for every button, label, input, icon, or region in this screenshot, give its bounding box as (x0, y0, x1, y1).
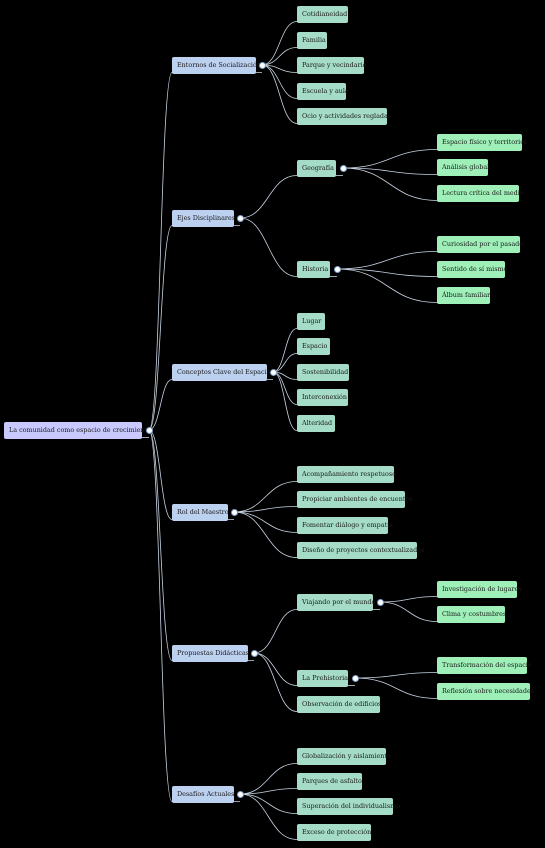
link-root-branch-0 (148, 72, 173, 431)
grandchild-node-1-1-2[interactable]: Álbum familiar (437, 286, 490, 304)
child-node-1-0[interactable]: Geografía (297, 159, 336, 177)
grandchild-node-4-1-1[interactable]: Reflexión sobre necesidades (437, 682, 534, 700)
child-node-1-1[interactable]: Historia (297, 260, 330, 278)
link-branch-child-5-1 (239, 788, 298, 795)
child-node-5-1[interactable]: Parques de asfalto (297, 772, 362, 790)
link-child-grand-1.0-2 (342, 167, 438, 201)
grandchild-node-1-0-0[interactable]: Espacio físico y territorios (437, 133, 527, 151)
root-node[interactable]: La comunidad como espacio de crecimiento (4, 421, 151, 439)
child-node-0-3[interactable]: Escuela y aula (297, 82, 349, 100)
link-branch-child-2-1 (272, 353, 298, 373)
link-branch-child-2-0 (272, 328, 298, 373)
collapse-toggle-0[interactable] (258, 61, 266, 69)
link-branch-child-5-0 (239, 763, 298, 795)
link-branch-child-1-1 (239, 217, 298, 277)
grandchild-node-1-0-1[interactable]: Análisis global (437, 158, 489, 176)
child-node-0-2[interactable]: Parque y vecindario (297, 56, 367, 74)
branch-node-0[interactable]: Entornos de Socialización (172, 56, 261, 74)
link-child-grand-4.1-1 (354, 677, 438, 699)
grandchild-node-4-0-1[interactable]: Clima y costumbres (437, 605, 506, 623)
collapse-toggle-1[interactable] (236, 214, 244, 222)
child-node-4-0[interactable]: Viajando por el mundo (297, 593, 375, 611)
link-child-grand-1.0-0 (342, 149, 438, 169)
link-child-grand-4.0-0 (379, 596, 438, 603)
child-node-2-3[interactable]: Interconexión (297, 388, 348, 406)
collapse-toggle-5[interactable] (236, 790, 244, 798)
grandchild-node-1-1-0[interactable]: Curiosidad por el pasado (437, 235, 523, 253)
collapse-toggle-4[interactable] (250, 649, 258, 657)
link-root-branch-4 (148, 429, 173, 661)
grandchild-node-4-0-0[interactable]: Investigación de lugares (437, 580, 522, 598)
child-node-3-3[interactable]: Diseño de proyectos contextualizados (297, 541, 424, 559)
child-node-3-2[interactable]: Fomentar diálogo y empatía (297, 516, 393, 534)
link-branch-child-0-1 (261, 47, 298, 66)
collapse-toggle-1-1[interactable] (333, 265, 341, 273)
child-node-5-3[interactable]: Exceso de protección (297, 823, 371, 841)
link-child-grand-1.1-2 (336, 268, 438, 303)
grandchild-node-1-0-2[interactable]: Lectura crítica del medio (437, 184, 524, 202)
link-root-branch-5 (148, 429, 173, 802)
child-node-0-4[interactable]: Ocio y actividades regladas (297, 107, 391, 125)
link-branch-child-5-2 (239, 793, 298, 814)
link-branch-child-5-3 (239, 793, 298, 840)
link-child-grand-4.0-1 (379, 601, 438, 622)
child-node-3-0[interactable]: Acompañamiento respetuoso (297, 465, 396, 483)
child-node-2-1[interactable]: Espacio (297, 337, 330, 355)
child-node-4-1[interactable]: La Prehistoria (297, 669, 348, 687)
branch-node-5[interactable]: Desafíos Actuales (172, 785, 234, 803)
link-branch-child-3-0 (233, 481, 298, 513)
collapse-toggle-4-1[interactable] (351, 674, 359, 682)
collapse-toggle-4-0[interactable] (376, 598, 384, 606)
child-node-3-1[interactable]: Propiciar ambientes de encuentro (297, 490, 412, 508)
link-root-branch-1 (148, 225, 173, 431)
branch-node-2[interactable]: Conceptos Clave del Espacio (172, 363, 270, 381)
child-node-2-0[interactable]: Lugar (297, 312, 325, 330)
collapse-toggle-2[interactable] (269, 368, 277, 376)
link-child-grand-1.0-1 (342, 167, 438, 175)
collapse-toggle-3[interactable] (230, 508, 238, 516)
link-root-branch-3 (148, 429, 173, 520)
collapse-toggle-root[interactable] (145, 426, 153, 434)
link-branch-child-0-0 (261, 21, 298, 66)
link-branch-child-4-2 (253, 652, 298, 712)
link-branch-child-1-0 (239, 175, 298, 219)
child-node-0-0[interactable]: Cotidianeidad (297, 5, 348, 23)
child-node-5-0[interactable]: Globalización y aislamiento (297, 747, 391, 765)
grandchild-node-1-1-1[interactable]: Sentido de sí mismo (437, 260, 507, 278)
link-branch-child-2-4 (272, 371, 298, 431)
link-child-grand-1.1-1 (336, 268, 438, 277)
branch-node-1[interactable]: Ejes Disciplinares (172, 209, 235, 227)
link-child-grand-4.1-0 (354, 672, 438, 679)
child-node-5-2[interactable]: Superación del individualismo (297, 797, 400, 815)
link-branch-child-0-4 (261, 64, 298, 124)
link-branch-child-3-1 (233, 506, 298, 513)
branch-node-3[interactable]: Rol del Maestro (172, 503, 229, 521)
child-node-0-1[interactable]: Familia (297, 31, 327, 49)
link-branch-child-3-3 (233, 511, 298, 558)
branch-node-4[interactable]: Propuestas Didácticas (172, 644, 249, 662)
collapse-toggle-1-0[interactable] (339, 164, 347, 172)
grandchild-node-4-1-0[interactable]: Transformación del espacio (437, 656, 532, 674)
link-branch-child-4-1 (253, 652, 298, 686)
link-child-grand-1.1-0 (336, 251, 438, 270)
child-node-2-2[interactable]: Sostenibilidad (297, 363, 349, 381)
link-branch-child-4-0 (253, 609, 298, 654)
child-node-2-4[interactable]: Alteridad (297, 414, 335, 432)
child-node-4-2[interactable]: Observación de edificios (297, 695, 381, 713)
link-branch-child-3-2 (233, 511, 298, 533)
